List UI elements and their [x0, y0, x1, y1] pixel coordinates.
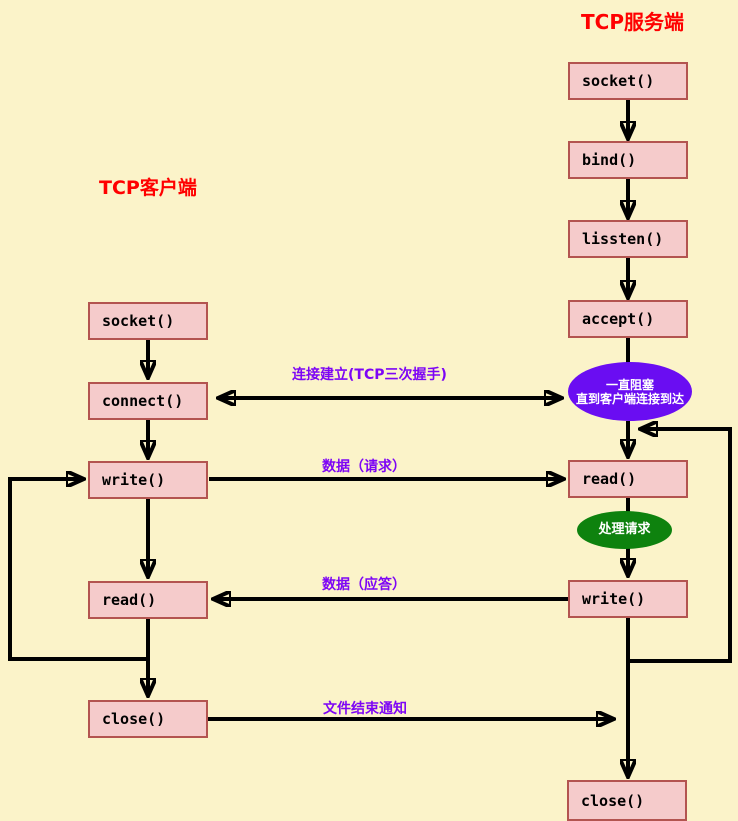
client-close-node: close() — [88, 700, 208, 738]
handshake-label: 连接建立(TCP三次握手) — [292, 367, 447, 383]
process-request-ellipse: 处理请求 — [577, 511, 672, 549]
blocking-ellipse-line2: 直到客户端连接到达 — [575, 391, 684, 406]
data-reply-label: 数据（应答） — [322, 577, 406, 593]
blocking-ellipse-line1: 一直阻塞 — [605, 377, 654, 392]
server-bind-node: bind() — [568, 141, 688, 179]
server-listen-node: lissten() — [568, 220, 688, 258]
server-close-node: close() — [567, 780, 687, 821]
blocking-ellipse: 一直阻塞 直到客户端连接到达 — [568, 362, 692, 421]
server-write-node: write() — [568, 580, 688, 618]
arrow-client-loop — [8, 479, 148, 661]
server-accept-node: accept() — [568, 300, 688, 338]
server-read-node: read() — [568, 460, 688, 498]
eof-notice-label: 文件结束通知 — [323, 701, 407, 717]
server-title: TCP服务端 — [581, 10, 684, 34]
client-title: TCP客户端 — [99, 177, 197, 199]
client-read-node: read() — [88, 581, 208, 619]
client-socket-node: socket() — [88, 302, 208, 340]
server-socket-node: socket() — [568, 62, 688, 100]
data-request-label: 数据（请求） — [322, 459, 406, 475]
client-connect-node: connect() — [88, 382, 208, 420]
client-write-node: write() — [88, 461, 208, 499]
arrow-server-loop — [628, 429, 732, 663]
